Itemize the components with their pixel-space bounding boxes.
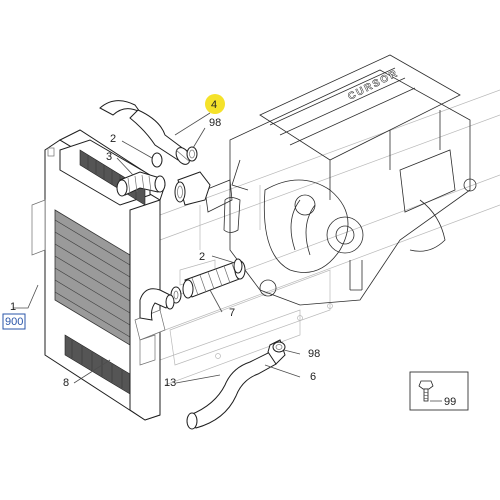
callout-98-lower[interactable]: 98 [308, 348, 320, 360]
callout-2-upper[interactable]: 2 [110, 133, 116, 145]
engine-block [204, 54, 477, 306]
hose-clamp-2-upper [151, 152, 163, 168]
turbo-connector [174, 171, 211, 206]
hose-clamp-2-mid [233, 258, 243, 274]
radiator-outlet-elbow [139, 288, 175, 321]
callout-1[interactable]: 1 [10, 301, 16, 313]
inset-frame [409, 371, 469, 411]
leader-lines [13, 112, 301, 384]
callout-3[interactable]: 3 [106, 151, 112, 163]
callout-900-label: 900 [5, 316, 23, 328]
hose-clamp-upper [186, 146, 198, 162]
callout-8[interactable]: 8 [63, 377, 69, 389]
inset-box-99[interactable]: 99 [409, 371, 469, 411]
callout-13[interactable]: 13 [164, 377, 176, 389]
callout-99: 99 [444, 396, 456, 408]
callout-6[interactable]: 6 [310, 371, 316, 383]
callout-4[interactable]: 4 [205, 94, 225, 114]
callout-900-box [2, 313, 26, 330]
upper-coolant-hose [99, 100, 191, 165]
chassis-frame-outline [159, 89, 500, 386]
hose-clamp-lower [272, 341, 286, 353]
lower-coolant-hose [186, 339, 286, 430]
callout-4-label: 4 [211, 99, 217, 111]
callout-4-highlight [205, 94, 225, 114]
callout-98-upper[interactable]: 98 [209, 117, 221, 129]
callout-900[interactable]: 900 [2, 313, 26, 330]
callout-7[interactable]: 7 [229, 307, 235, 319]
bolt-icon [418, 380, 434, 402]
intake-pipe [116, 171, 166, 197]
callout-2-mid[interactable]: 2 [199, 251, 205, 263]
